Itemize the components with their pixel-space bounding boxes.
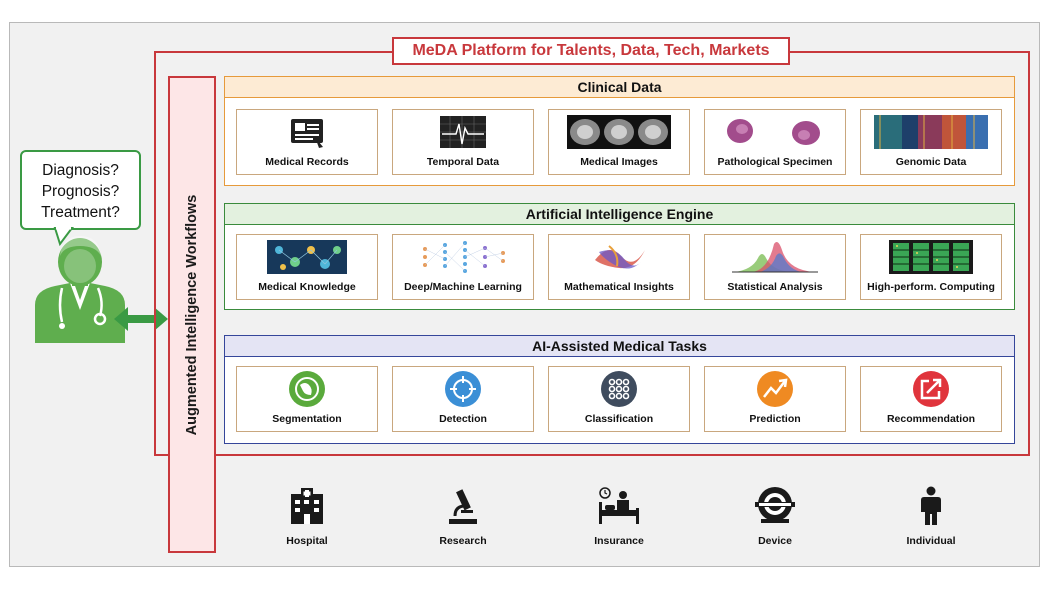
card-label: Recommendation (886, 413, 976, 425)
card-temporal-data: Temporal Data (392, 109, 534, 175)
ai-tasks-title: AI-Assisted Medical Tasks (225, 336, 1014, 357)
card-genomic-data: Genomic Data (860, 109, 1002, 175)
clinical-data-title: Clinical Data (225, 77, 1014, 98)
bidirectional-arrow (114, 307, 168, 331)
crosshair-icon (445, 371, 481, 407)
stakeholder-label: Hospital (286, 535, 328, 547)
stakeholder-label: Insurance (594, 535, 644, 547)
workflow-label: Augmented Intelligence Workflows (184, 194, 200, 435)
neural-network-icon (423, 241, 505, 273)
stakeholder-device: Device (720, 486, 830, 547)
tissue-slide-icon (727, 119, 820, 145)
distribution-curve-icon (732, 242, 818, 273)
question-diagnosis: Diagnosis? (42, 162, 119, 179)
knowledge-network-icon (267, 240, 347, 274)
card-label: Medical Knowledge (258, 281, 356, 293)
card-label: Classification (584, 413, 654, 425)
card-high-performance-computing: High-perform. Computing (860, 234, 1002, 300)
heatmap-icon (874, 115, 988, 149)
card-mathematical-insights: Mathematical Insights (548, 234, 690, 300)
document-icon (291, 119, 323, 148)
server-rack-icon (889, 240, 973, 274)
card-label: Deep/Machine Learning (404, 281, 522, 293)
card-segmentation: Segmentation (236, 366, 378, 432)
stakeholder-individual: Individual (876, 486, 986, 547)
card-label: Mathematical Insights (564, 281, 674, 293)
stakeholder-hospital: Hospital (252, 486, 362, 547)
card-detection: Detection (392, 366, 534, 432)
ai-tasks-panel: AI-Assisted Medical Tasks Segmentation D… (224, 335, 1015, 444)
question-prognosis: Prognosis? (41, 183, 120, 200)
microscope-icon (449, 489, 477, 524)
card-classification: Classification (548, 366, 690, 432)
card-recommendation: Recommendation (860, 366, 1002, 432)
ai-engine-title: Artificial Intelligence Engine (225, 204, 1014, 225)
card-medical-records: Medical Records (236, 109, 378, 175)
card-medical-images: Medical Images (548, 109, 690, 175)
share-icon (913, 371, 949, 407)
card-deep-learning: Deep/Machine Learning (392, 234, 534, 300)
question-treatment: Treatment? (41, 204, 120, 221)
stakeholder-label: Individual (906, 535, 956, 547)
stakeholder-research: Research (408, 486, 518, 547)
clinical-data-panel: Clinical Data Medical Records Temporal D… (224, 76, 1015, 186)
mri-icon (755, 487, 795, 523)
platform-title: MeDA Platform for Talents, Data, Tech, M… (392, 37, 790, 65)
globe-icon (289, 371, 325, 407)
card-prediction: Prediction (704, 366, 846, 432)
stakeholder-insurance: Insurance (564, 486, 674, 547)
card-label: Prediction (749, 413, 801, 425)
math-surface-icon (595, 245, 645, 269)
ct-scan-icon (567, 115, 671, 149)
card-label: Segmentation (272, 413, 342, 425)
doctor-illustration (35, 226, 168, 343)
card-medical-knowledge: Medical Knowledge (236, 234, 378, 300)
card-statistical-analysis: Statistical Analysis (704, 234, 846, 300)
card-label: Medical Records (265, 156, 349, 168)
patient-bed-icon (599, 487, 639, 524)
card-pathological-specimen: Pathological Specimen (704, 109, 846, 175)
card-label: Medical Images (580, 156, 658, 168)
card-label: High-perform. Computing (867, 281, 995, 293)
doctor-icon (35, 236, 125, 343)
trend-icon (757, 371, 793, 407)
card-label: Pathological Specimen (717, 156, 833, 168)
person-icon (921, 486, 941, 525)
ecg-icon (440, 116, 486, 148)
stakeholder-label: Device (758, 535, 792, 547)
workflow-bar: Augmented Intelligence Workflows (168, 76, 216, 553)
card-label: Statistical Analysis (727, 281, 823, 293)
card-label: Temporal Data (426, 156, 500, 168)
ai-engine-panel: Artificial Intelligence Engine Medical K… (224, 203, 1015, 310)
stakeholder-label: Research (439, 535, 487, 547)
hospital-icon (291, 488, 323, 524)
card-label: Detection (439, 413, 487, 425)
grid-dots-icon (601, 371, 637, 407)
card-label: Genomic Data (895, 156, 967, 168)
speech-bubble: Diagnosis? Prognosis? Treatment? (20, 150, 141, 230)
